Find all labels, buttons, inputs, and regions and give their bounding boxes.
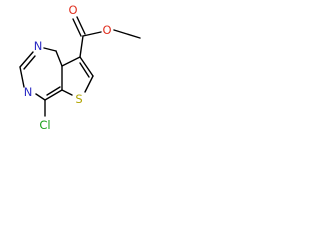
bond-n1-c2-inner: [23, 55, 36, 70]
bond-n1-c2: [19, 51, 34, 68]
atom-labels: N N S O O Cl: [24, 3, 112, 132]
atom-n-top: N: [34, 39, 43, 53]
bond-c4-c4a-inner: [46, 86, 61, 96]
bonds: [19, 16, 141, 117]
bond-c7-c6: [79, 56, 94, 77]
atom-cl: Cl: [39, 118, 50, 132]
bond-c7-c6-inner: [79, 62, 90, 78]
bond-n3-c4: [35, 93, 46, 101]
bond-s-c4a: [61, 89, 73, 96]
bond-carbonyl-double-a: [72, 18, 82, 37]
atom-o-carbonyl: O: [68, 3, 77, 17]
bond-c4-c4a: [44, 89, 63, 101]
bond-c-oester: [82, 31, 102, 37]
bond-carbonyl-double-b: [76, 16, 86, 35]
bond-c7a-n1: [43, 47, 57, 52]
bond-c7-ccarbonyl: [79, 35, 84, 58]
bond-oester-methyl: [113, 29, 141, 39]
atom-o-ester: O: [102, 23, 111, 37]
chemical-structure: N N S O O Cl: [19, 3, 141, 132]
bond-c6-s: [84, 75, 94, 93]
atom-n-left: N: [24, 85, 33, 99]
atom-s-ring: S: [75, 92, 82, 106]
bond-c7a-c7: [61, 56, 81, 67]
bond-c7a-top: [55, 50, 63, 67]
bond-c2-n3: [19, 66, 25, 88]
